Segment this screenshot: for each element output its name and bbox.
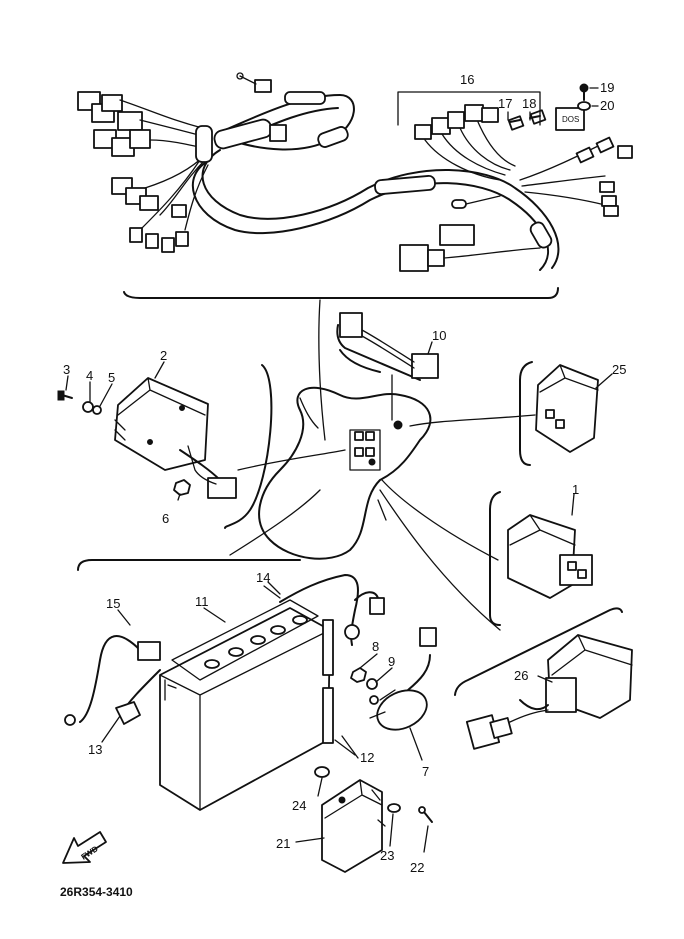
part-25-relay bbox=[535, 364, 599, 453]
hardware-3-4-5-6 bbox=[57, 390, 191, 496]
frame-bracket bbox=[224, 299, 536, 631]
callout-25: 25 bbox=[612, 362, 626, 377]
svg-text:DOS: DOS bbox=[562, 115, 579, 124]
part-14-battery-cable bbox=[263, 574, 385, 646]
callout-8: 8 bbox=[372, 639, 379, 654]
drawing-code: 26R354-3410 bbox=[60, 885, 133, 899]
part-1-relay bbox=[507, 514, 593, 599]
callout-17: 17 bbox=[498, 96, 512, 111]
part-callouts: 1 2 3 4 5 6 7 8 9 10 11 12 13 14 15 16 1… bbox=[63, 72, 626, 875]
callout-1: 1 bbox=[572, 482, 579, 497]
harness-right-connectors: DOS bbox=[414, 104, 633, 217]
wire-harness: DOS bbox=[77, 72, 633, 299]
callout-4: 4 bbox=[86, 368, 93, 383]
battery-group-bracket bbox=[77, 559, 301, 571]
part-13-15-cables bbox=[64, 635, 161, 726]
callout-22: 22 bbox=[410, 860, 424, 875]
part-2-rectifier-regulator bbox=[114, 377, 237, 499]
harness-left-connectors bbox=[77, 91, 213, 253]
callout-21: 21 bbox=[276, 836, 290, 851]
callout-13: 13 bbox=[88, 742, 102, 757]
part-12-band bbox=[322, 619, 356, 756]
callout-10: 10 bbox=[432, 328, 446, 343]
hardware-17-18-19-20 bbox=[509, 83, 591, 123]
callout-15: 15 bbox=[106, 596, 120, 611]
callout-11: 11 bbox=[195, 594, 209, 609]
callout-26: 26 bbox=[514, 668, 528, 683]
callout-19: 19 bbox=[600, 80, 614, 95]
callout-14: 14 bbox=[256, 570, 270, 585]
part-10-connector bbox=[336, 312, 439, 381]
part-11-battery bbox=[159, 599, 331, 811]
callout-2: 2 bbox=[160, 348, 167, 363]
callout-7: 7 bbox=[422, 764, 429, 779]
callout-20: 20 bbox=[600, 98, 614, 113]
front-direction-arrow-icon: FWD bbox=[62, 831, 107, 864]
callout-12: 12 bbox=[360, 750, 374, 765]
callout-5: 5 bbox=[108, 370, 115, 385]
part-26-unit bbox=[454, 607, 633, 750]
callout-23: 23 bbox=[380, 848, 394, 863]
callout-6: 6 bbox=[162, 511, 169, 526]
callout-3: 3 bbox=[63, 362, 70, 377]
callout-16: 16 bbox=[460, 72, 474, 87]
callout-9: 9 bbox=[388, 654, 395, 669]
part-7-starter-relay bbox=[350, 627, 437, 731]
callout-24: 24 bbox=[292, 798, 306, 813]
callout-18: 18 bbox=[522, 96, 536, 111]
part-21-cdi-unit bbox=[314, 766, 433, 873]
